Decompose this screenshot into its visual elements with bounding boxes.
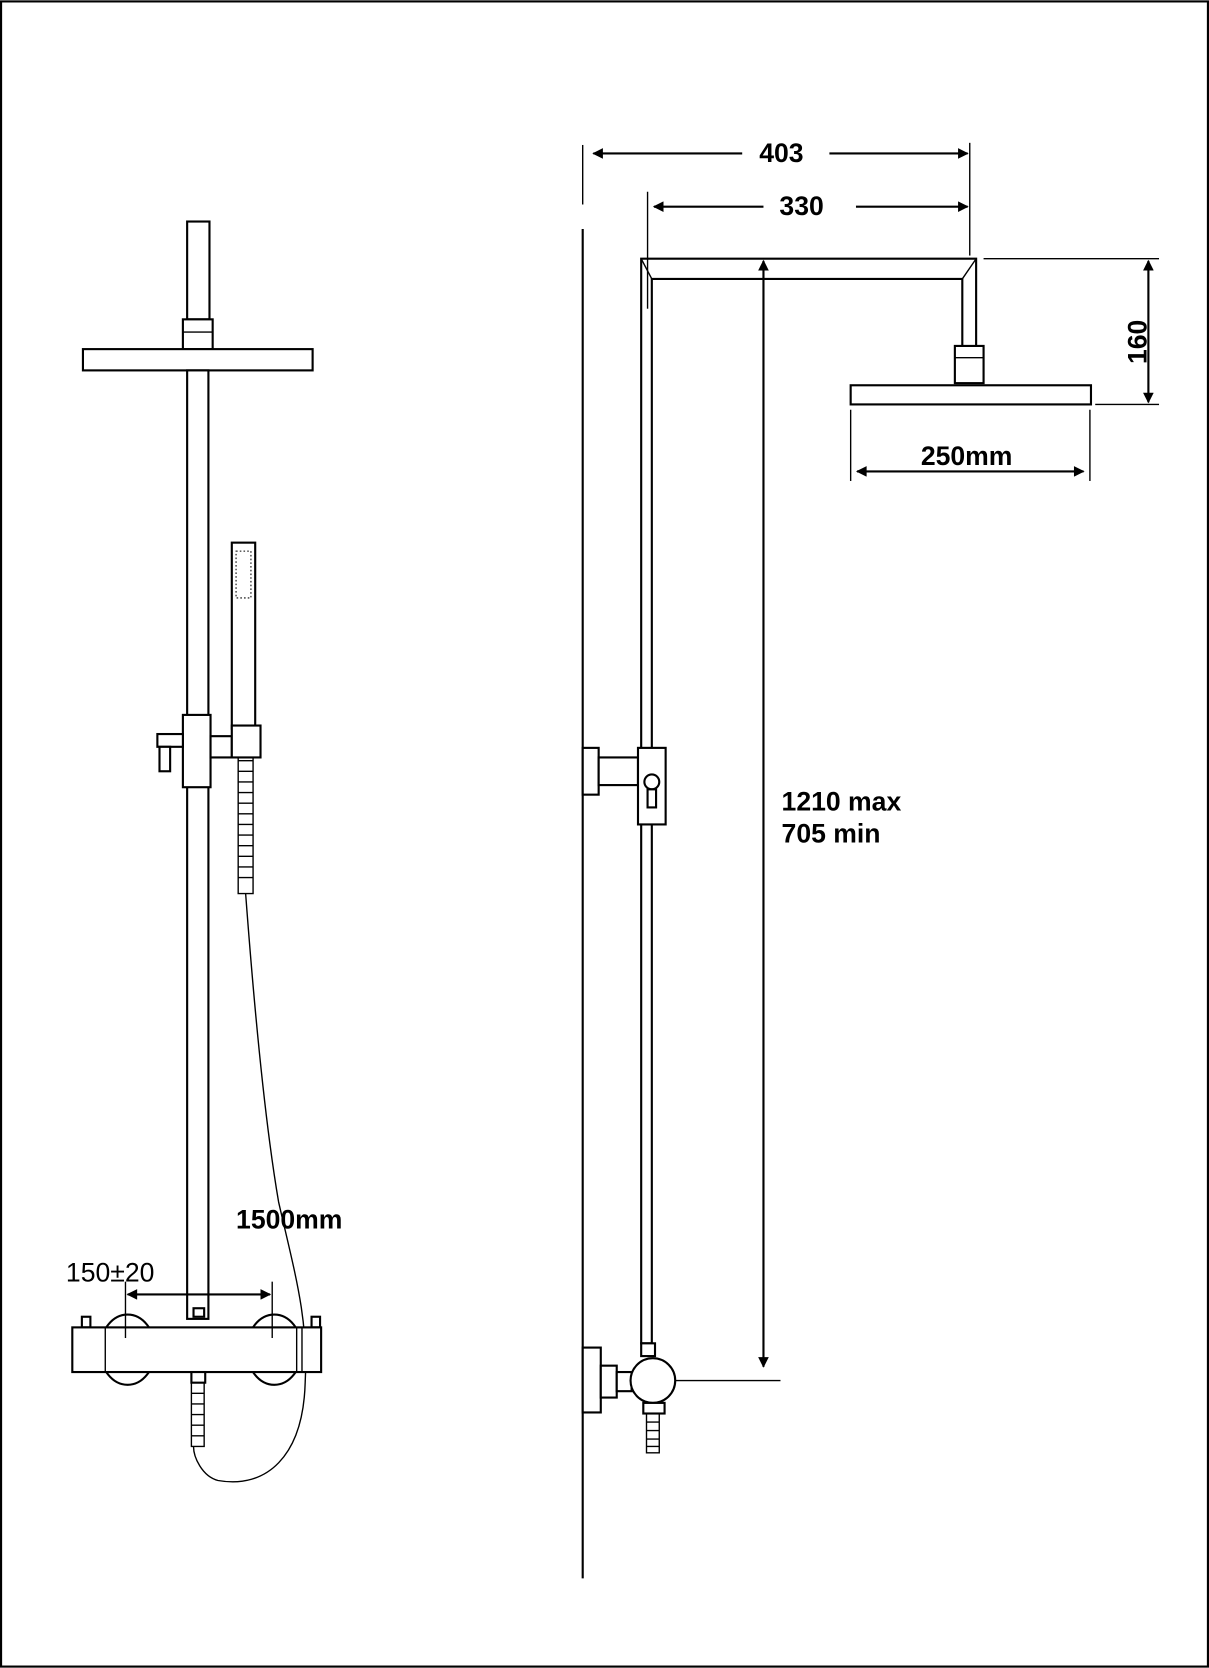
wall-bracket xyxy=(581,746,600,796)
shower-arm xyxy=(640,257,978,748)
side-view: 403 330 160 250mm 1210 max 705 min xyxy=(581,138,1160,1579)
wall-bracket-bottom xyxy=(581,1346,602,1414)
spray-nozzles xyxy=(235,550,252,599)
hose-coil-bottom xyxy=(190,1381,205,1448)
arm-length-label: 330 xyxy=(779,191,823,221)
holder-arm xyxy=(209,735,233,759)
hand-shower-cradle xyxy=(230,724,262,759)
hand-shower xyxy=(230,541,257,730)
hose-coil-top xyxy=(237,738,254,895)
thermostatic-mixer xyxy=(71,1326,323,1374)
shower-head-plate xyxy=(81,348,314,372)
mixer-body xyxy=(629,1357,677,1404)
head-width-label: 250mm xyxy=(921,441,1013,471)
riser-rail xyxy=(640,823,653,1345)
hose-length-label: 1500mm xyxy=(236,1204,342,1234)
shower-hose xyxy=(192,893,307,1483)
slider-lever xyxy=(156,732,184,748)
height-min-label: 705 min xyxy=(782,819,881,849)
rail-end-cap xyxy=(192,1307,206,1318)
inlet-spacing-label: 150±20 xyxy=(66,1258,154,1288)
height-max-label: 1210 max xyxy=(782,787,902,817)
riser-rail xyxy=(186,369,210,1320)
top-pipe xyxy=(186,220,211,321)
front-view: 150±20 1500mm xyxy=(66,220,342,1483)
total-projection-label: 403 xyxy=(759,138,803,168)
rail-end-cap xyxy=(640,1342,657,1358)
slider-knob xyxy=(643,773,661,791)
head-drop-label: 160 xyxy=(1122,320,1152,364)
head-connector xyxy=(181,318,214,351)
shower-head-plate xyxy=(849,384,1093,406)
slider-holder xyxy=(181,713,212,789)
head-connector xyxy=(953,344,985,385)
hose-outlet xyxy=(190,1370,207,1384)
hose-coil-side xyxy=(645,1412,660,1454)
